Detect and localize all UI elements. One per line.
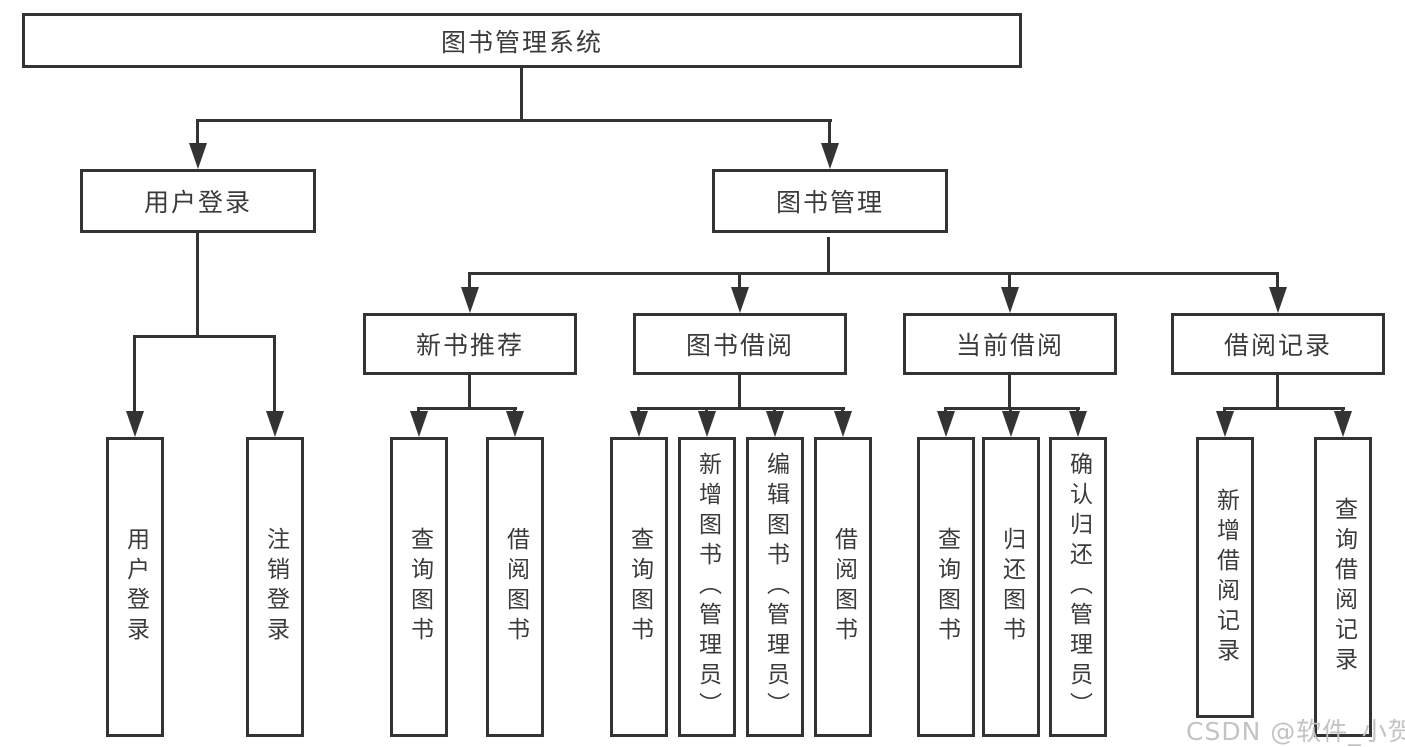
leaf-query-books-1-label: 查询图书 xyxy=(406,527,433,647)
connector-line xyxy=(196,119,832,122)
connector-line xyxy=(738,274,741,288)
connector-line xyxy=(827,237,830,274)
connector-line xyxy=(828,121,831,145)
arrowhead-icon xyxy=(731,287,749,313)
leaf-add-book-admin: 新增图书（管理员） xyxy=(678,437,736,737)
connector-line xyxy=(196,121,199,145)
connector-line xyxy=(944,407,1080,410)
arrowhead-icon xyxy=(834,411,852,437)
node-borrow-records-label: 借阅记录 xyxy=(1223,331,1332,360)
connector-line xyxy=(417,407,517,410)
connector-line xyxy=(520,68,523,120)
node-user-login: 用户登录 xyxy=(80,169,316,233)
connector-line xyxy=(1276,274,1279,288)
node-book-borrow-label: 图书借阅 xyxy=(685,331,794,360)
leaf-return-books-label: 归还图书 xyxy=(998,527,1025,647)
connector-line xyxy=(196,233,199,337)
leaf-logout-login: 注销登录 xyxy=(246,437,304,737)
connector-line xyxy=(637,407,845,410)
node-borrow-records: 借阅记录 xyxy=(1171,313,1385,375)
connector-line xyxy=(468,272,1279,275)
node-book-borrow: 图书借阅 xyxy=(633,313,847,375)
node-root: 图书管理系统 xyxy=(22,13,1022,68)
leaf-query-books-3-label: 查询图书 xyxy=(933,527,960,647)
leaf-add-book-admin-label: 新增图书（管理员） xyxy=(694,452,721,722)
leaf-query-books-2-label: 查询图书 xyxy=(626,527,653,647)
arrowhead-icon xyxy=(630,411,648,437)
connector-line xyxy=(1223,407,1345,410)
arrowhead-icon xyxy=(189,143,207,169)
connector-line xyxy=(738,375,741,409)
node-book-management-label: 图书管理 xyxy=(775,188,884,217)
leaf-borrow-books-2: 借阅图书 xyxy=(814,437,872,737)
leaf-query-books-2: 查询图书 xyxy=(610,437,668,737)
leaf-user-login: 用户登录 xyxy=(106,437,164,737)
node-current-borrow: 当前借阅 xyxy=(903,313,1117,375)
arrowhead-icon xyxy=(410,411,428,437)
leaf-edit-book-admin: 编辑图书（管理员） xyxy=(746,437,804,737)
arrowhead-icon xyxy=(821,143,839,169)
connector-line xyxy=(1008,375,1011,409)
leaf-query-borrow-record: 查询借阅记录 xyxy=(1314,437,1372,737)
leaf-borrow-books-1: 借阅图书 xyxy=(486,437,544,737)
arrowhead-icon xyxy=(266,411,284,437)
node-new-book-recommend: 新书推荐 xyxy=(363,313,577,375)
node-new-book-recommend-label: 新书推荐 xyxy=(415,331,524,360)
arrowhead-icon xyxy=(126,411,144,437)
arrowhead-icon xyxy=(506,411,524,437)
leaf-borrow-books-1-label: 借阅图书 xyxy=(502,527,529,647)
arrowhead-icon xyxy=(1001,287,1019,313)
arrowhead-icon xyxy=(937,411,955,437)
connector-line xyxy=(1008,274,1011,288)
leaf-query-books-1: 查询图书 xyxy=(390,437,448,737)
node-user-login-label: 用户登录 xyxy=(143,188,252,217)
leaf-confirm-return-admin-label: 确认归还（管理员） xyxy=(1065,452,1092,722)
leaf-query-borrow-record-label: 查询借阅记录 xyxy=(1330,497,1357,677)
connector-line xyxy=(468,375,471,409)
connector-line xyxy=(1276,375,1279,409)
connector-line xyxy=(133,337,136,412)
arrowhead-icon xyxy=(698,411,716,437)
arrowhead-icon xyxy=(461,287,479,313)
leaf-edit-book-admin-label: 编辑图书（管理员） xyxy=(762,452,789,722)
arrowhead-icon xyxy=(1334,411,1352,437)
leaf-query-books-3: 查询图书 xyxy=(917,437,975,737)
arrowhead-icon xyxy=(1069,411,1087,437)
leaf-user-login-label: 用户登录 xyxy=(122,527,149,647)
csdn-watermark: CSDN @软件_小贺同学 xyxy=(1186,717,1405,746)
leaf-return-books: 归还图书 xyxy=(982,437,1040,737)
leaf-borrow-books-2-label: 借阅图书 xyxy=(830,527,857,647)
leaf-add-borrow-record: 新增借阅记录 xyxy=(1196,437,1254,718)
arrowhead-icon xyxy=(766,411,784,437)
node-current-borrow-label: 当前借阅 xyxy=(955,331,1064,360)
connector-line xyxy=(133,335,276,338)
leaf-confirm-return-admin: 确认归还（管理员） xyxy=(1049,437,1107,737)
node-book-management: 图书管理 xyxy=(712,169,948,233)
arrowhead-icon xyxy=(1216,411,1234,437)
leaf-logout-login-label: 注销登录 xyxy=(262,527,289,647)
arrowhead-icon xyxy=(1002,411,1020,437)
connector-line xyxy=(273,337,276,412)
node-root-label: 图书管理系统 xyxy=(440,27,603,57)
connector-line xyxy=(468,274,471,288)
leaf-add-borrow-record-label: 新增借阅记录 xyxy=(1212,487,1239,668)
arrowhead-icon xyxy=(1269,287,1287,313)
